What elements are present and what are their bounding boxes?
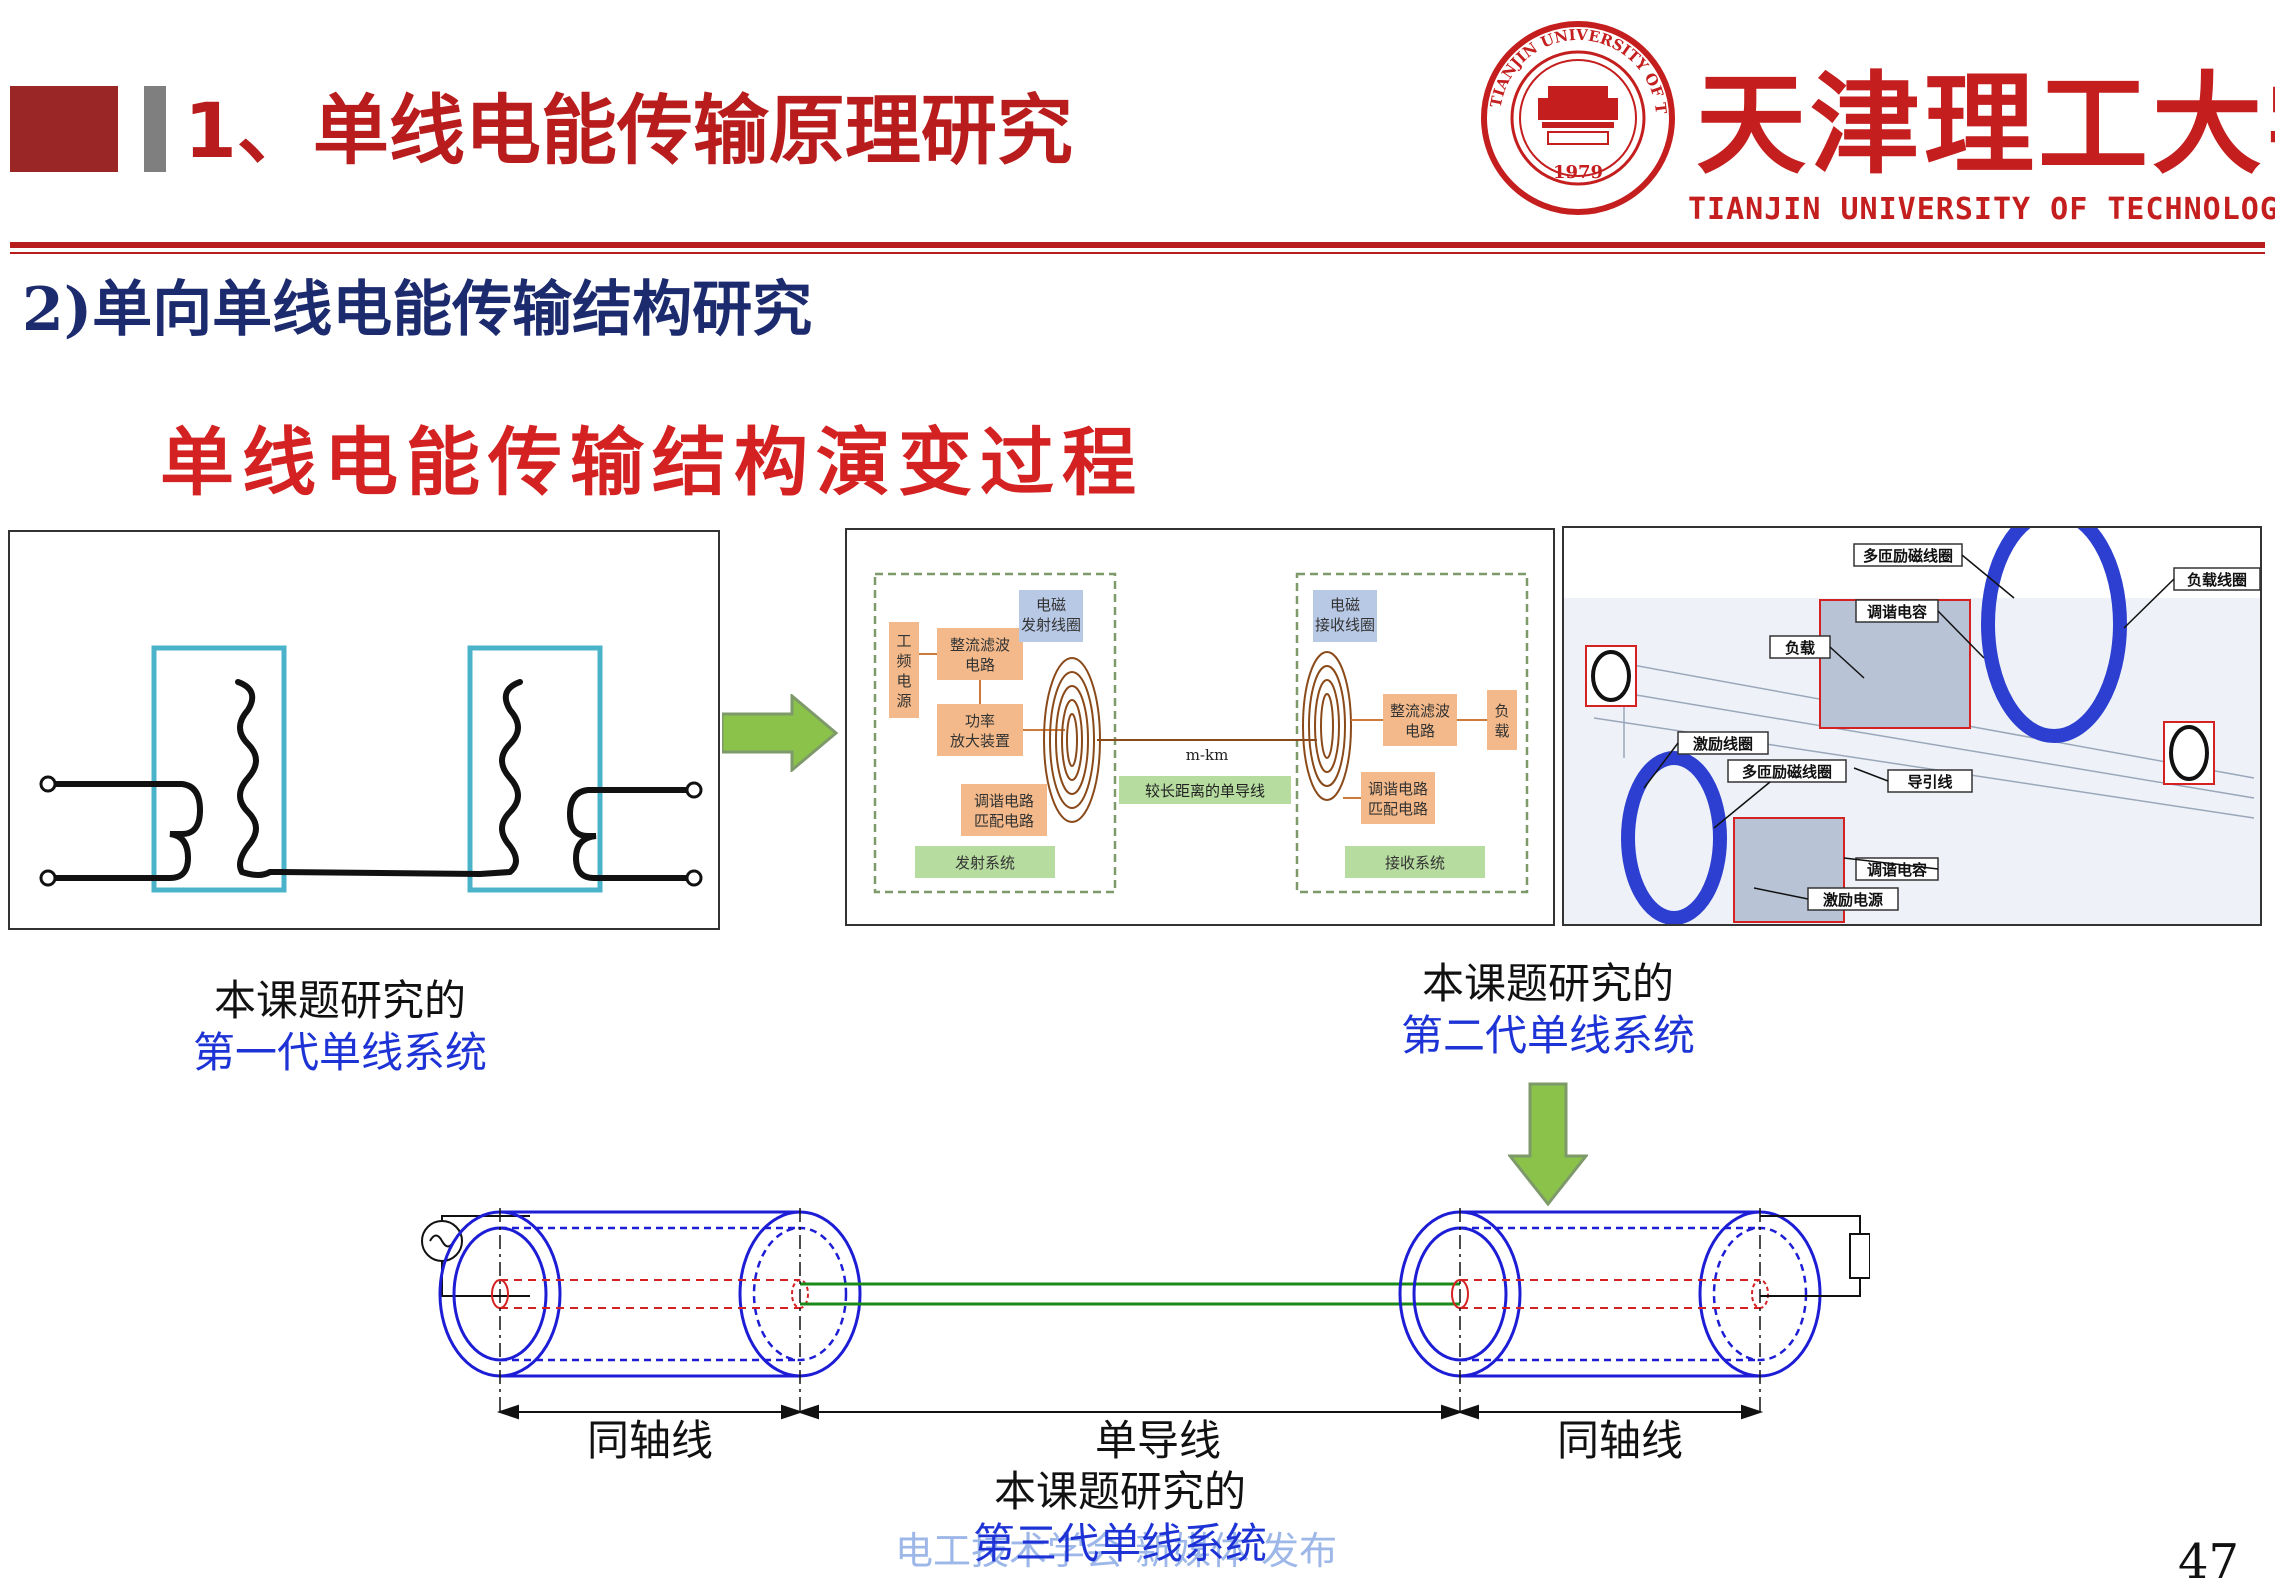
rx-filter-label: 整流滤波电路 (1390, 702, 1450, 740)
watermark: 电工技术学会 新媒体 发布 (895, 1529, 1338, 1573)
distance-label: m-km (1186, 746, 1229, 764)
tx-system-label: 发射系统 (955, 854, 1015, 872)
arrow-right-icon (722, 694, 839, 772)
gen2-caption-line2: 第二代单线系统 (1400, 1011, 1695, 1060)
sim-label-lead-wire: 导引线 (1907, 773, 1952, 791)
gen2-simulation-panel: 多匝励磁线圈 负载线圈 调谐电容 负载 激励线圈 多匝励磁线圈 导引线 调谐电容… (1562, 505, 2262, 926)
rx-load-label: 负载 (1494, 702, 1509, 740)
tx-source-label: 工频电源 (896, 632, 911, 710)
gen2-caption-line1: 本课题研究的 (1421, 959, 1674, 1008)
sim-label-multi-coil-top: 多匝励磁线圈 (1863, 547, 1953, 565)
coax-label-right: 同轴线 (1556, 1416, 1683, 1465)
rx-coil-label: 电磁接收线圈 (1315, 596, 1375, 634)
subtitle: 2)单向单线电能传输结构研究 (22, 275, 813, 345)
gen3-caption-line1: 本课题研究的 (993, 1467, 1246, 1516)
sim-label-excite-source: 激励电源 (1823, 891, 1883, 909)
sim-label-excite-coil: 激励线圈 (1693, 735, 1753, 753)
header-accent-block (10, 86, 118, 172)
university-seal-logo: 1979 TIANJIN UNIVERSITY OF TECHNOLOGY (1478, 18, 1675, 215)
gen1-schematic (39, 645, 703, 893)
sim-label-multi-coil-bottom: 多匝励磁线圈 (1742, 763, 1832, 781)
seal-year: 1979 (1553, 162, 1603, 183)
gen1-caption-line2: 第一代单线系统 (192, 1028, 487, 1077)
arrow-down-icon (1508, 1082, 1588, 1207)
header-accent-bar (144, 86, 166, 172)
gen3-caption-line2: 第三代单线系统 (972, 1519, 1267, 1568)
header-rule-thin (10, 252, 2265, 254)
gen3-coax-diagram (421, 1208, 1870, 1420)
page-number: 47 (2178, 1534, 2240, 1590)
sim-label-load-coil: 负载线圈 (2187, 571, 2247, 589)
sim-label-tuning-cap-top: 调谐电容 (1867, 603, 1927, 621)
tx-rect-filter-label: 整流滤波电路 (950, 636, 1010, 674)
tx-coil-label: 电磁发射线圈 (1021, 596, 1081, 634)
section-title: 单线电能传输结构演变过程 (160, 420, 1144, 506)
header-rule (10, 242, 2265, 248)
sim-label-load: 负载 (1785, 639, 1815, 657)
page-title: 1、单线电能传输原理研究 (184, 86, 1073, 175)
rx-system-label: 接收系统 (1385, 854, 1445, 872)
load-resistor-icon (1849, 1233, 1870, 1279)
coax-label-left: 同轴线 (586, 1416, 713, 1465)
gen2-block-diagram-panel: 工频电源 整流滤波电路 功率放大装置 调谐电路匹配电路 电磁发射线圈 发射系统 … (845, 528, 1555, 926)
gen2-simulation-model: 多匝励磁线圈 负载线圈 调谐电容 负载 激励线圈 多匝励磁线圈 导引线 调谐电容… (1564, 505, 2261, 925)
tx-tuning-label: 调谐电路匹配电路 (974, 792, 1034, 830)
single-wire-label: 单导线 (1094, 1416, 1221, 1465)
gen1-caption-line1: 本课题研究的 (213, 976, 466, 1025)
rx-tuning-label: 调谐电路匹配电路 (1368, 780, 1428, 818)
tx-power-amp-label: 功率放大装置 (950, 712, 1010, 750)
university-name: 天津理工大学 (1696, 60, 2275, 189)
gen2-block-diagram: 工频电源 整流滤波电路 功率放大装置 调谐电路匹配电路 电磁发射线圈 发射系统 … (873, 572, 1529, 894)
gen1-schematic-panel (8, 530, 720, 930)
wire-label: 较长距离的单导线 (1145, 782, 1265, 800)
university-name-en: TIANJIN UNIVERSITY OF TECHNOLOGY (1688, 192, 2275, 227)
